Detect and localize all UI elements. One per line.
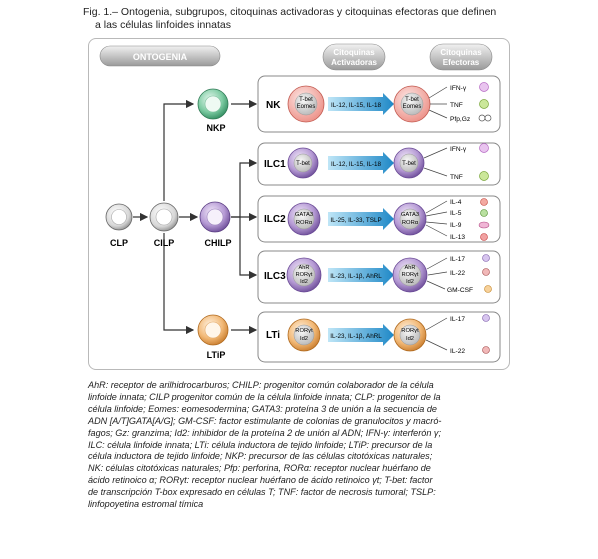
tf2-label: RORγt (402, 272, 419, 278)
effector-cytokine: GM-CSF (447, 287, 473, 294)
perforin-granzyme-icon (478, 114, 486, 122)
effector-cytokine: IL-4 (450, 199, 462, 206)
tf2-label: GATA3 (401, 212, 419, 218)
tf2-label: RORα (402, 220, 419, 226)
row-ilc3: ILC3 AhR RORγt Id2 IL-23, IL-1β, AhRL Ah… (257, 250, 501, 304)
activating-cytokines: IL-23, IL-1β, AhRL (330, 333, 382, 340)
effector-cytokine: IFN-γ (450, 146, 467, 153)
abbreviations-legend: AhR: receptor de arilhidrocarburos; CHIL… (88, 380, 520, 511)
nkp-cell: NKP (197, 88, 229, 133)
row-lti: LTi RORγt Id2 IL-23, IL-1β, AhRL RORγt I… (257, 311, 501, 363)
tf2-label: Id2 (406, 279, 414, 285)
tf1-label: Id2 (300, 279, 308, 285)
tf2-label: Id2 (406, 336, 414, 342)
chilp-cell: CHILP (199, 201, 232, 248)
tf1-label: Id2 (300, 336, 308, 342)
clp-label: CLP (110, 238, 128, 248)
legend-line: NK: células citotóxicas naturales; Pfp: … (88, 463, 431, 474)
effector-cytokine: IL-17 (450, 316, 465, 323)
legend-line: ácido retinoico α; RORγt: receptor nucle… (88, 475, 433, 486)
effector-cytokine: IL-5 (450, 210, 462, 217)
svg-text:ONTOGENIA: ONTOGENIA (133, 52, 188, 62)
il4-molecule-icon (480, 198, 488, 206)
caption-line-1: Fig. 1.– Ontogenia, subgrupos, citoquina… (83, 6, 497, 18)
legend-line: ILC: célula linfoide innata; LTi: célula… (88, 439, 433, 450)
legend-line: AhR: receptor de arilhidrocarburos; CHIL… (88, 380, 434, 390)
activating-cytokines: IL-12, IL-15, IL-18 (331, 161, 382, 168)
effector-cytokine: IL-13 (450, 234, 465, 241)
effector-cytokine: IL-9 (450, 222, 462, 229)
effector-cytokine: Pfp,Gz (450, 116, 470, 123)
chilp-label: CHILP (205, 238, 232, 248)
tf1-label: RORα (296, 220, 313, 226)
ltip-cell: LTiP (197, 314, 229, 360)
effector-cytokine: IL-22 (450, 270, 465, 277)
tf2-label: T-bet (402, 161, 416, 167)
legend-line: linfopoyetina estromal tímica (88, 499, 204, 510)
row-ilc1: ILC1 T-bet IL-12, IL-15, IL-18 T-bet IFN… (257, 142, 501, 186)
svg-text:Activadoras: Activadoras (331, 58, 377, 67)
row-name: ILC1 (264, 159, 286, 170)
activating-cytokines: IL-25, IL-33, TSLP (330, 217, 381, 224)
row-name: ILC2 (264, 214, 286, 225)
row-ilc2: ILC2 GATA3 RORα IL-25, IL-33, TSLP GATA3… (257, 195, 501, 243)
svg-text:Citoquinas: Citoquinas (440, 48, 482, 57)
nkp-label: NKP (206, 123, 225, 133)
legend-line: linfoide innata; CILP progenitor común d… (88, 391, 441, 402)
lineage-connectors (133, 99, 258, 335)
legend-line: de transcripción T-box expresado en célu… (88, 487, 436, 498)
tf1-label: Eomes (297, 104, 316, 110)
tf2-label: Eomes (403, 104, 422, 110)
svg-text:Efectoras: Efectoras (443, 58, 480, 67)
tf2-label: RORγt (401, 328, 419, 334)
tf1-label: RORγt (295, 328, 313, 334)
tnf-molecule-icon (479, 171, 489, 181)
tf2-label: T-bet (405, 97, 419, 103)
row-name: NK (266, 100, 281, 111)
il13-molecule-icon (480, 233, 488, 241)
activating-cytokines: IL-12, IL-15, IL-18 (331, 102, 382, 109)
il22-molecule-icon (482, 268, 490, 276)
tf1-label: T-bet (296, 161, 310, 167)
activating-cytokines-header: Citoquinas Activadoras (322, 43, 386, 71)
row-name: LTi (266, 330, 280, 341)
gm-csf-molecule-icon (484, 285, 492, 293)
effector-cytokine: TNF (450, 102, 463, 109)
effector-cytokine: IFN-γ (450, 85, 467, 92)
effector-cytokines-header: Citoquinas Efectoras (429, 43, 493, 71)
ilc-diagram: ONTOGENIA Citoquinas Activadoras Citoqui… (99, 43, 501, 363)
tnf-molecule-icon (479, 99, 489, 109)
il22-molecule-icon (482, 346, 490, 354)
effector-cytokine: TNF (450, 174, 463, 181)
ifn-gamma-molecule-icon (479, 143, 489, 153)
figure-caption: Fig. 1.– Ontogenia, subgrupos, citoquina… (83, 6, 553, 32)
row-name: ILC3 (264, 271, 286, 282)
ifn-gamma-molecule-icon (479, 82, 489, 92)
ltip-label: LTiP (207, 350, 226, 360)
ontogenia-header: ONTOGENIA (99, 45, 221, 67)
il9-molecule-icon (478, 221, 490, 229)
tf2-label: AhR (405, 265, 416, 271)
il5-molecule-icon (480, 209, 488, 217)
il17-molecule-icon (482, 254, 490, 262)
legend-line: célula linfoide; Eomes: eomesodermina; G… (88, 403, 437, 414)
tf1-label: AhR (299, 265, 310, 271)
legend-line: célula inductora de tejido linfoide; NKP… (88, 451, 433, 462)
cilp-label: CILP (154, 238, 175, 248)
tf1-label: T-bet (299, 97, 313, 103)
caption-line-2: a las células linfoides innatas (95, 19, 231, 31)
activating-cytokines: IL-23, IL-1β, AhRL (330, 273, 382, 280)
legend-line: ADN [A/T]GATA[A/G]; GM-CSF: factor estim… (88, 415, 442, 426)
legend-line: fagos; Gz: granzima; Id2: inhibidor de l… (88, 427, 441, 438)
effector-cytokine: IL-22 (450, 348, 465, 355)
tf1-label: RORγt (296, 272, 313, 278)
tf1-label: GATA3 (295, 212, 313, 218)
cilp-cell: CILP (149, 202, 179, 248)
effector-cytokine: IL-17 (450, 256, 465, 263)
svg-text:Citoquinas: Citoquinas (333, 48, 375, 57)
il17-molecule-icon (482, 314, 490, 322)
clp-cell: CLP (105, 203, 133, 248)
row-nk: NK T-bet Eomes IL-12, IL-15, IL-18 T-bet… (257, 75, 501, 133)
